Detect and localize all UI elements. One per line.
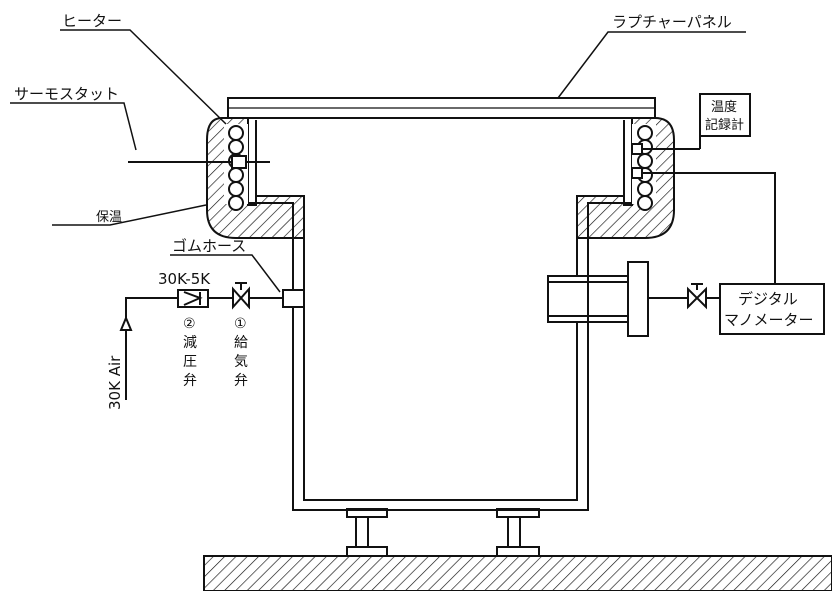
heater-coil-left <box>228 125 244 211</box>
manometer-line <box>648 283 720 310</box>
label-valve2-char-2: 圧 <box>183 354 197 370</box>
label-pressure-spec: 30K-5K <box>158 270 211 288</box>
thermostat-sensor <box>128 155 270 169</box>
insulation-right <box>576 117 675 239</box>
manometer-nozzle <box>547 261 649 337</box>
air-supply-valve <box>232 282 250 310</box>
support-leg-left <box>346 508 388 557</box>
label-thermostat: サーモスタット <box>14 85 119 103</box>
label-rupture-panel: ラプチャーパネル <box>612 13 732 31</box>
label-temp-recorder-1: 温度 <box>711 99 737 115</box>
temp-sensor-right <box>631 143 776 284</box>
label-air-supply: 30K Air <box>106 355 124 410</box>
leader-lines <box>10 29 746 293</box>
label-temp-recorder-2: 記録計 <box>705 117 744 133</box>
label-valve1-char-3: 弁 <box>234 373 248 389</box>
pressure-reducing-valve <box>177 289 209 308</box>
air-supply-line <box>119 289 305 400</box>
label-valve2-char-1: 減 <box>183 334 197 351</box>
label-valve1-number: ① <box>234 316 247 332</box>
digital-manometer-box <box>719 283 825 335</box>
label-insulation: 保温 <box>96 210 122 225</box>
label-digital-manometer-1: デジタル <box>738 290 798 308</box>
label-valve2-number: ② <box>183 316 196 332</box>
ground-slab <box>203 555 832 591</box>
label-heater: ヒーター <box>62 12 122 30</box>
label-digital-manometer-2: マノメーター <box>724 311 814 329</box>
label-valve1-char-1: 給 <box>234 335 248 351</box>
temperature-recorder-box <box>699 93 751 137</box>
label-rubber-hose: ゴムホース <box>172 237 246 255</box>
support-leg-right <box>496 508 540 557</box>
label-valve2-char-3: 弁 <box>183 373 197 389</box>
label-valve1-char-2: 気 <box>234 354 248 370</box>
